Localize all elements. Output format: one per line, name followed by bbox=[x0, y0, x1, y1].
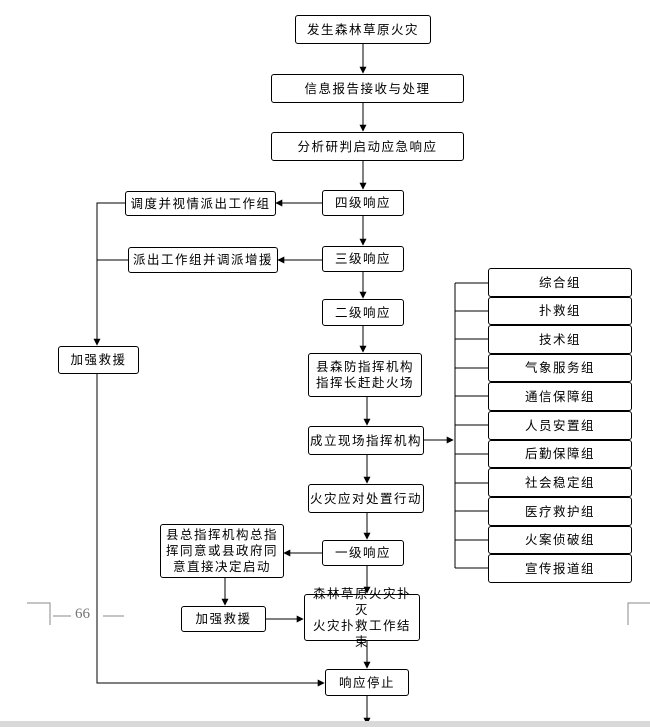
corner-mark-right bbox=[627, 602, 650, 625]
node-level2: 二级响应 bbox=[322, 299, 404, 326]
node-start: 发生森林草原火灾 bbox=[295, 15, 431, 44]
node-dispatch-reinforce: 派出工作组并调派增援 bbox=[128, 247, 278, 273]
node-report: 信息报告接收与处理 bbox=[271, 74, 464, 103]
node-analyze: 分析研判启动应急响应 bbox=[271, 132, 464, 161]
line-reinforce-stop bbox=[96, 374, 325, 687]
node-level3: 三级响应 bbox=[322, 246, 404, 272]
page-bottom-band bbox=[0, 721, 650, 727]
node-reinforce-left: 加强救援 bbox=[58, 346, 139, 374]
node-stop: 响应停止 bbox=[325, 669, 409, 696]
group-box: 技术组 bbox=[488, 325, 632, 354]
group-box: 人员安置组 bbox=[488, 411, 632, 440]
node-end-fire: 森林草原火灾扑灭 火灾扑救工作结束 bbox=[304, 586, 420, 649]
node-level1: 一级响应 bbox=[322, 540, 404, 566]
group-box: 通信保障组 bbox=[488, 382, 632, 411]
group-box: 医疗救护组 bbox=[488, 497, 632, 526]
group-box: 宣传报道组 bbox=[488, 554, 632, 583]
page-number: 66 bbox=[75, 606, 90, 622]
group-box: 火案侦破组 bbox=[488, 526, 632, 554]
group-box: 后勤保障组 bbox=[488, 440, 632, 468]
node-action: 火灾应对处置行动 bbox=[308, 484, 424, 513]
group-box: 扑救组 bbox=[488, 297, 632, 325]
node-reinforce-bottom: 加强救援 bbox=[181, 606, 266, 632]
node-commander: 县森防指挥机构 指挥长赶赴火场 bbox=[308, 353, 422, 397]
group-box: 气象服务组 bbox=[488, 354, 632, 382]
node-level4: 四级响应 bbox=[322, 190, 404, 216]
line-dispatch-left bbox=[93, 202, 125, 346]
group-box: 综合组 bbox=[488, 268, 632, 297]
group-box: 社会稳定组 bbox=[488, 468, 632, 497]
node-dispatch-group: 调度并视情派出工作组 bbox=[125, 191, 276, 216]
node-site-command: 成立现场指挥机构 bbox=[308, 426, 424, 455]
corner-mark-left bbox=[27, 602, 51, 625]
node-county-decision: 县总指挥机构总指 挥同意或县政府同 意直接决定启动 bbox=[160, 524, 284, 578]
